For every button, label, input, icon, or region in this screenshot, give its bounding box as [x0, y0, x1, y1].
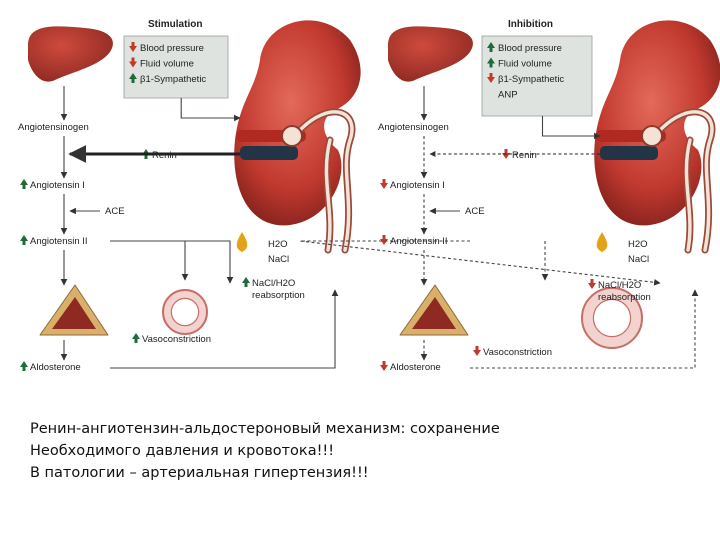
up-arrow-icon: [242, 277, 250, 287]
up-arrow-icon: [20, 361, 28, 371]
label-nacl-h2o: NaCl/H2O: [252, 278, 295, 289]
kidney-icon: [594, 20, 720, 226]
caption-line-1: Ренин-ангиотензин-альдостероновый механи…: [30, 421, 500, 437]
liver-icon: [388, 26, 473, 82]
adrenal-medulla: [52, 297, 96, 329]
condition-1: Blood pressure: [140, 43, 204, 54]
label-angiotensinogen: Angiotensinogen: [378, 122, 449, 133]
label-nacl: NaCl: [628, 254, 649, 265]
up-arrow-icon: [20, 235, 28, 245]
condition-3: β1-Sympathetic: [498, 74, 564, 85]
conditions-to-kidney: [180, 98, 241, 122]
label-nacl-h2o: NaCl/H2O: [598, 280, 641, 291]
panel-title: Stimulation: [148, 19, 202, 30]
down-arrow-icon: [380, 179, 388, 189]
glomerulus-icon: [641, 125, 663, 147]
up-arrow-icon: [129, 73, 137, 83]
panel-title: Inhibition: [508, 19, 553, 30]
up-arrow-icon: [487, 42, 495, 52]
angiotensin-2-to-reabsorption: [299, 240, 661, 286]
caption-line-3: В патологии – артериальная гипертензия!!…: [30, 465, 369, 481]
label-nacl: NaCl: [268, 254, 289, 265]
label-ace: ACE: [105, 206, 125, 217]
caption: Ренин-ангиотензин-альдостероновый механи…: [30, 418, 690, 484]
label-aldosterone: Aldosterone: [390, 362, 441, 373]
down-arrow-icon: [129, 57, 137, 68]
down-arrow-icon: [588, 279, 596, 289]
condition-3: β1-Sympathetic: [140, 74, 206, 85]
up-arrow-icon: [20, 179, 28, 189]
angiotensin-2-to-reabsorption: [110, 240, 234, 284]
label-reabsorption: reabsorption: [252, 290, 305, 301]
label-h2o: H2O: [628, 239, 648, 250]
condition-4: ANP: [498, 90, 518, 101]
label-ace: ACE: [465, 206, 485, 217]
tubule-lumen: [298, 110, 354, 252]
conditions-to-kidney: [541, 116, 601, 140]
aldosterone-to-reabsorption: [470, 289, 699, 369]
droplet-icon: [596, 232, 608, 252]
label-h2o: H2O: [268, 239, 288, 250]
down-arrow-icon: [380, 235, 388, 245]
liver-icon: [28, 26, 113, 82]
label-angiotensinogen: Angiotensinogen: [18, 122, 89, 133]
vessel-lumen: [592, 298, 632, 338]
down-arrow-icon: [473, 346, 481, 356]
aldosterone-to-reabsorption: [110, 289, 339, 369]
label-reabsorption: reabsorption: [598, 292, 651, 303]
tubule-lumen: [658, 110, 714, 252]
adrenal-medulla: [412, 297, 456, 329]
vein-icon: [240, 146, 298, 160]
conditions-box: [123, 35, 229, 99]
label-vasoconstriction: Vasoconstriction: [142, 334, 211, 345]
label-aldosterone: Aldosterone: [30, 362, 81, 373]
condition-2: Fluid volume: [140, 59, 194, 70]
condition-2: Fluid volume: [498, 59, 552, 70]
droplet-icon: [236, 232, 248, 252]
down-arrow-icon: [380, 361, 388, 371]
down-arrow-icon: [129, 42, 137, 52]
caption-line-2: Необходимого давления и кровотока!!!: [30, 443, 335, 459]
conditions-box: [481, 35, 593, 117]
down-arrow-icon: [487, 73, 495, 83]
up-arrow-icon: [487, 57, 495, 68]
label-angiotensin-2: Angiotensin II: [30, 236, 88, 247]
label-angiotensin-1: Angiotensin I: [390, 180, 445, 191]
up-arrow-icon: [132, 333, 140, 343]
label-renin: Renin: [512, 150, 537, 161]
vein-icon: [600, 146, 658, 160]
label-angiotensin-1: Angiotensin I: [30, 180, 85, 191]
vessel-lumen: [170, 297, 200, 327]
glomerulus-icon: [281, 125, 303, 147]
label-vasoconstriction: Vasoconstriction: [483, 347, 552, 358]
condition-1: Blood pressure: [498, 43, 562, 54]
kidney-icon: [234, 20, 361, 226]
